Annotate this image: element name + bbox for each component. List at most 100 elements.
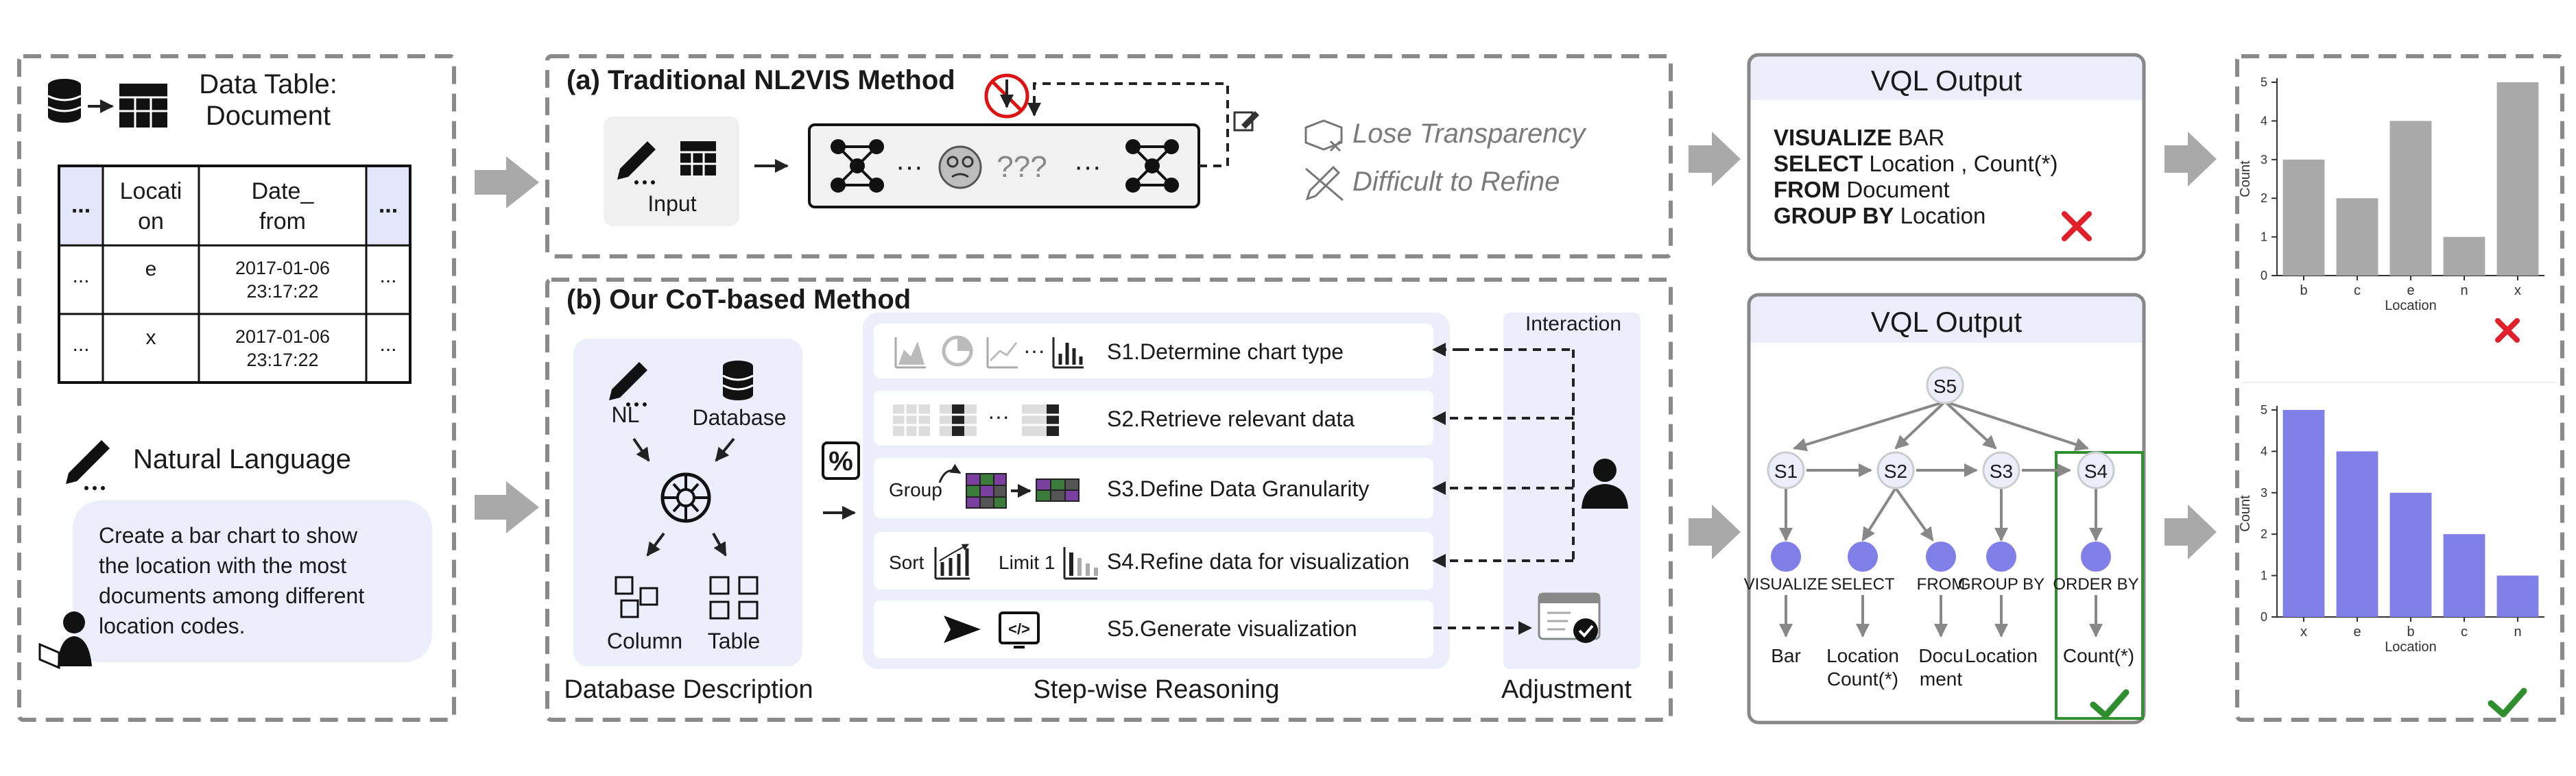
keyword-label: GROUP BY xyxy=(1958,575,2044,594)
svg-text:%: % xyxy=(828,446,853,476)
table-label: Table xyxy=(708,629,761,653)
neural-network-icon xyxy=(1125,139,1179,193)
traditional-title: (a) Traditional NL2VIS Method xyxy=(567,65,955,95)
step-label-s2: S2.Retrieve relevant data xyxy=(1107,407,1355,431)
nl-text-line: Create a bar chart to show xyxy=(99,523,358,548)
transparency-icon xyxy=(1304,119,1343,152)
tree-node-label: S5 xyxy=(1933,376,1957,397)
nl-title: Natural Language xyxy=(133,444,351,474)
keyword-value: Count(*) xyxy=(1827,668,1898,690)
tree-node-label: S3 xyxy=(1990,461,2013,482)
flow-arrow xyxy=(2164,505,2217,559)
edit-icon xyxy=(1233,111,1259,132)
keyword-value: Docu xyxy=(1918,645,1963,666)
svg-text:VISUALIZE BAR: VISUALIZE BAR xyxy=(1774,125,1944,150)
svg-text:···: ··· xyxy=(988,404,1010,428)
bar xyxy=(2443,237,2485,276)
bar xyxy=(2496,575,2539,617)
check-icon xyxy=(2090,689,2130,719)
x-tick-label: c xyxy=(2354,283,2361,298)
browser-check-icon xyxy=(1538,592,1601,643)
table-cell: ... xyxy=(72,333,89,356)
pen-icon xyxy=(617,141,656,184)
interaction-label: Interaction xyxy=(1525,313,1621,335)
table-cell: ... xyxy=(379,265,396,287)
percent-icon: % xyxy=(822,441,860,480)
table-icon xyxy=(680,141,716,175)
y-tick-label: 3 xyxy=(2261,153,2267,167)
x-tick-label: e xyxy=(2407,283,2414,298)
dots-text: ··· xyxy=(1074,151,1101,182)
cot-title: (b) Our CoT-based Method xyxy=(567,284,911,315)
step-label-s4: S4.Refine data for visualization xyxy=(1107,549,1409,574)
y-tick-label: 3 xyxy=(2261,486,2267,500)
vql-keyword: VISUALIZE xyxy=(1774,125,1892,150)
vql-keyword: SELECT xyxy=(1774,151,1863,176)
neural-network-icon xyxy=(831,139,884,193)
data-table: ... Locati on Date_ from ... ... e 2017-… xyxy=(58,165,412,384)
bar xyxy=(2389,121,2432,276)
table-header-location: Locati xyxy=(120,178,182,204)
keyword-label: SELECT xyxy=(1830,575,1895,594)
tree-edge xyxy=(1894,487,1934,542)
y-tick-label: 1 xyxy=(2261,230,2267,244)
tree-node xyxy=(1876,451,1915,489)
keyword-value: ment xyxy=(1920,668,1962,690)
y-tick-label: 2 xyxy=(2261,527,2267,541)
svg-text:···: ··· xyxy=(1023,338,1045,363)
vql-value: Document xyxy=(1840,177,1950,202)
question-marks: ??? xyxy=(997,150,1047,184)
bar xyxy=(2389,492,2432,617)
table-cell: ... xyxy=(72,265,89,287)
input-label: Input xyxy=(647,191,696,216)
pen-icon xyxy=(66,440,110,490)
input-panel: Data Table: Document ... Locati on Date_… xyxy=(17,54,456,722)
limit-chart-icon xyxy=(1063,547,1098,580)
step-row xyxy=(874,532,1433,590)
table-header-ellipsis: ... xyxy=(71,192,91,218)
adjustment-label: Adjustment xyxy=(1501,675,1632,704)
table-header-date: Date_ xyxy=(252,178,315,204)
chart-type-icons: ··· xyxy=(894,335,1084,369)
tree-edge xyxy=(1944,400,1997,450)
tree-edge xyxy=(1944,400,2089,451)
nl-text-line: location codes. xyxy=(99,614,245,638)
keyword-value: Bar xyxy=(1771,645,1801,666)
column-icon xyxy=(615,576,658,618)
group-label: Group xyxy=(889,479,942,500)
svg-text:FROM Document: FROM Document xyxy=(1774,177,1950,202)
tree-node-label: S2 xyxy=(1884,461,1907,482)
x-tick-label: b xyxy=(2407,625,2414,640)
tree-node xyxy=(1926,366,1964,404)
vql-value: Location xyxy=(1894,203,1985,228)
user-icon xyxy=(1582,459,1628,509)
x-tick-label: n xyxy=(2460,283,2468,298)
svg-text:</>: </> xyxy=(1008,620,1030,638)
bar xyxy=(2443,534,2485,617)
table-title-2: Document xyxy=(206,101,331,131)
database-label: Database xyxy=(693,405,787,430)
x-axis-label: Location xyxy=(2385,298,2437,313)
table-header-date-2: from xyxy=(259,208,306,234)
sort-icon xyxy=(934,544,970,580)
step-row xyxy=(874,391,1433,446)
vql-keyword: GROUP BY xyxy=(1774,203,1894,228)
cot-method-panel: (b) Our CoT-based Method NL Database Col… xyxy=(545,278,1673,722)
arrow-icon xyxy=(646,532,665,557)
column-label: Column xyxy=(607,629,682,653)
table-cell: 2017-01-06 xyxy=(235,258,330,278)
feedback-arrow xyxy=(1027,82,1229,167)
step-label-s3: S3.Define Data Granularity xyxy=(1107,476,1369,501)
keyword-node xyxy=(1848,542,1878,572)
vql-value: Location , Count(*) xyxy=(1863,151,2058,176)
table-cell: 23:17:22 xyxy=(246,281,318,302)
step-label-s5: S5.Generate visualization xyxy=(1107,616,1357,641)
table-cell: 2017-01-06 xyxy=(235,326,330,347)
flow-arrow xyxy=(1689,132,1741,186)
bar xyxy=(2336,451,2378,617)
y-tick-label: 5 xyxy=(2261,75,2267,89)
